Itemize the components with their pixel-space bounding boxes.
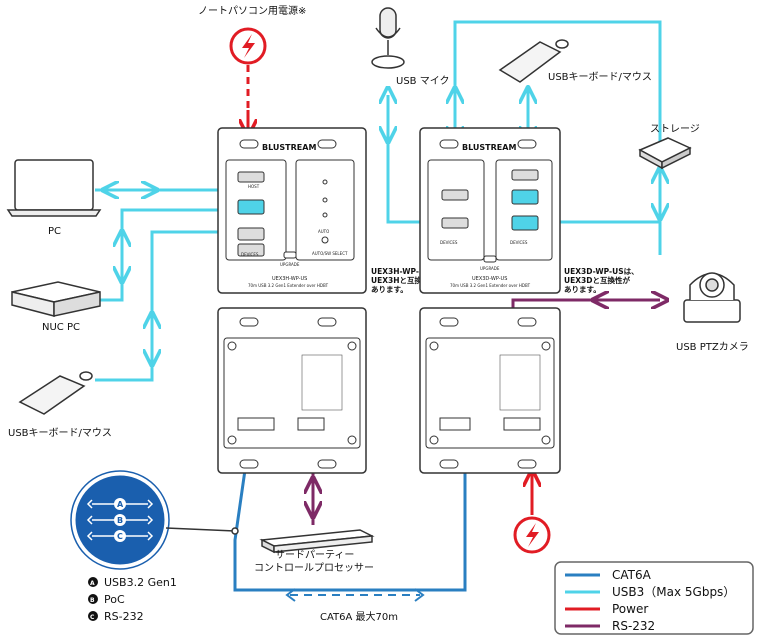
svg-text:C: C [117,532,123,541]
usb-kbm-left-label: USBキーボード/マウス [8,427,112,439]
svg-text:UEX3Dと互換性が: UEX3Dと互換性が [564,275,630,285]
control-processor-icon [259,529,375,554]
svg-text:AUTO: AUTO [318,229,329,234]
lightning-power-icon [229,27,267,65]
svg-text:A: A [117,500,124,509]
cat6a-distance-label: CAT6A 最大70m [320,610,398,623]
laptop-icon [6,159,102,217]
svg-text:70m USB 3.2 Gen1 Extender over: 70m USB 3.2 Gen1 Extender over HDBT [248,283,329,288]
svg-text:UEX3H-WP-US: UEX3H-WP-US [272,276,307,282]
keyboard-mouse-icon [498,39,569,83]
svg-text:USB3.2 Gen1: USB3.2 Gen1 [104,576,177,589]
nuc-pc-label: NUC PC [42,322,80,333]
device-wallplate: BLUSTREAM DEVICES DEVICES UPGRADE UEX3D-… [419,127,561,294]
pc-label: PC [48,226,61,237]
lightning-power-icon [513,516,551,554]
svg-text:BLUSTREAM: BLUSTREAM [462,143,516,152]
svg-text:AUTO/SW SELECT: AUTO/SW SELECT [312,251,348,256]
host-compat-note: UEX3H-WP-USは、 UEX3Hと互換性が あります。 [371,267,446,294]
svg-text:B: B [90,597,95,604]
svg-text:UEX3H-WP-USは、: UEX3H-WP-USは、 [371,267,446,276]
svg-text:DEVICES: DEVICES [440,240,458,245]
keyboard-mouse-icon [18,371,93,415]
svg-text:70m USB 3.2 Gen1 Extender over: 70m USB 3.2 Gen1 Extender over HDBT [450,283,531,288]
host-backbox [217,307,367,474]
svg-text:DEVICES: DEVICES [510,240,528,245]
cable-badge: A B C [70,470,239,570]
third-party-label-2: コントロールプロセッサー [254,562,374,574]
svg-text:B: B [117,516,123,525]
svg-text:UPGRADE: UPGRADE [280,262,300,267]
cable-key-list: A USB3.2 Gen1 B PoC C RS-232 [88,576,177,623]
svg-text:UEX3D-WP-US: UEX3D-WP-US [472,276,507,282]
host-wallplate: BLUSTREAM HOST DEVICES AUTO AUTO/SW SELE… [217,127,367,294]
usb-mic-label: USB マイク [396,75,450,87]
legend: CAT6A USB3（Max 5Gbps） Power RS-232 [554,561,754,635]
legend-item: CAT6A [612,568,652,582]
legend-item: RS-232 [612,619,655,633]
svg-text:UEX3Hと互換性が: UEX3Hと互換性が [371,275,437,285]
host-brand: BLUSTREAM [262,143,316,152]
storage-icon [638,137,692,170]
microphone-icon [371,7,405,69]
ptz-camera-icon [683,272,741,323]
svg-text:UPGRADE: UPGRADE [480,266,500,271]
device-compat-note: UEX3D-WP-USは、 UEX3Dと互換性が あります。 [564,267,639,294]
svg-text:PoC: PoC [104,593,125,606]
device-backbox [419,307,561,474]
usb3-arrows [110,95,660,358]
svg-text:UEX3D-WP-USは、: UEX3D-WP-USは、 [564,267,639,276]
svg-text:HOST: HOST [248,184,260,189]
svg-text:あります。: あります。 [564,285,601,294]
legend-item: Power [612,602,648,616]
svg-text:あります。: あります。 [371,285,408,294]
storage-label: ストレージ [650,124,700,135]
svg-text:C: C [90,614,95,621]
ptz-camera-label: USB PTZカメラ [676,341,749,353]
usb-kbm-top-label: USBキーボード/マウス [548,71,652,83]
power-note-label: ノートパソコン用電源※ [198,4,306,17]
nuc-pc-icon [11,281,101,317]
third-party-label: サードパーティー [275,549,354,561]
svg-text:A: A [90,580,95,587]
svg-text:DEVICES: DEVICES [241,252,259,257]
legend-item: USB3（Max 5Gbps） [612,585,735,599]
svg-text:RS-232: RS-232 [104,610,144,623]
